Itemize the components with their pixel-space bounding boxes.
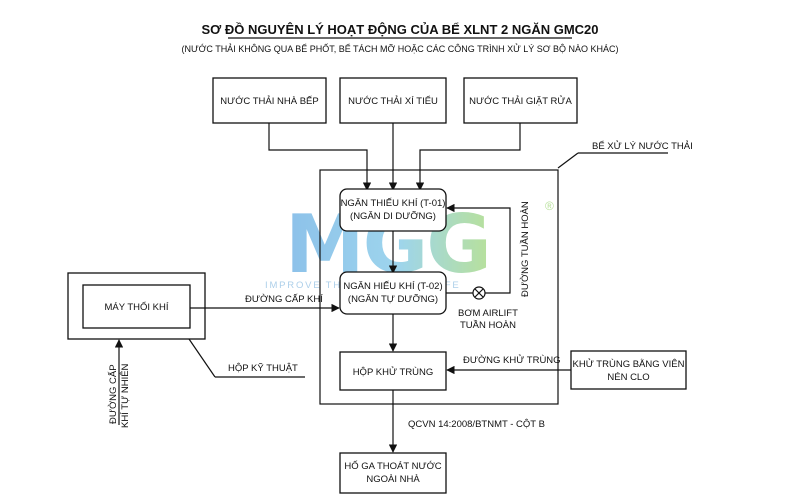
outlet-label-line2: NGOÀI NHÀ (366, 474, 420, 485)
tech-box-label: HỘP KỸ THUẬT (228, 363, 298, 374)
aerobic-chamber-line1: NGĂN HIẾU KHÍ (T-02) (343, 281, 442, 292)
logo-registered: ® (545, 199, 554, 213)
kitchen-feed-line (268, 123, 372, 191)
airlift-pump-line1: BƠM AIRLIFT (458, 308, 518, 319)
tech-box-leader-line (188, 338, 216, 378)
treatment-tank-frame (319, 169, 559, 405)
laundry-feed-line (415, 123, 521, 191)
outlet-box (339, 452, 447, 494)
blower-box (82, 284, 191, 329)
diagram-subtitle: (NƯỚC THẢI KHÔNG QUA BỂ PHỐT, BỂ TÁCH MỠ… (181, 43, 618, 54)
tank-label: BỂ XỬ LÝ NƯỚC THẢI (592, 140, 693, 152)
anoxic-chamber-line2: (NGĂN DI DƯỠNG) (350, 211, 436, 222)
tank-leader-line (557, 152, 579, 169)
anoxic-chamber-box (339, 188, 447, 232)
outlet-label-line1: HỐ GA THOÁT NƯỚC (344, 460, 441, 472)
blower-label: MÁY THỔI KHÍ (104, 301, 168, 313)
diagram-title: SƠ ĐỒ NGUYÊN LÝ HOẠT ĐỘNG CỦA BỂ XLNT 2 … (201, 22, 598, 37)
natural-air-label-line1: ĐƯỜNG CẤP (108, 364, 119, 424)
natural-air-label-line2: KHÍ TỰ NHIÊN (120, 363, 131, 428)
source-toilet-box (339, 77, 447, 124)
source-toilet-label: NƯỚC THẢI XÍ TIỂU (348, 95, 438, 107)
air-supply-label: ĐƯỜNG CẤP KHÍ (245, 294, 323, 305)
chlorine-label-line1: KHỬ TRÙNG BẰNG VIÊN (573, 358, 685, 370)
standard-label: QCVN 14:2008/BTNMT - CỘT B (408, 419, 545, 430)
source-kitchen-label: NƯỚC THẢI NHÀ BẾP (220, 95, 318, 107)
aerobic-chamber-box (339, 271, 447, 315)
chlorine-label-line2: NÉN CLO (607, 372, 649, 383)
anoxic-chamber-line1: NGĂN THIẾU KHÍ (T-01) (341, 198, 446, 209)
source-laundry-box (463, 77, 578, 124)
disinfection-box-label: HỘP KHỬ TRÙNG (353, 366, 434, 378)
disinfection-line-label: ĐƯỜNG KHỬ TRÙNG (463, 354, 561, 366)
source-laundry-label: NƯỚC THẢI GIẶT RỬA (469, 95, 572, 107)
airlift-pump-line2: TUẦN HOÀN (460, 320, 516, 331)
aerobic-chamber-line2: (NGĂN TỰ DƯỠNG) (348, 294, 438, 305)
chlorine-box (570, 350, 687, 390)
airlift-pump-cross-b (474, 288, 484, 298)
recirculation-line (446, 203, 511, 294)
recirculation-label: ĐƯỜNG TUẦN HOÀN (520, 201, 531, 297)
